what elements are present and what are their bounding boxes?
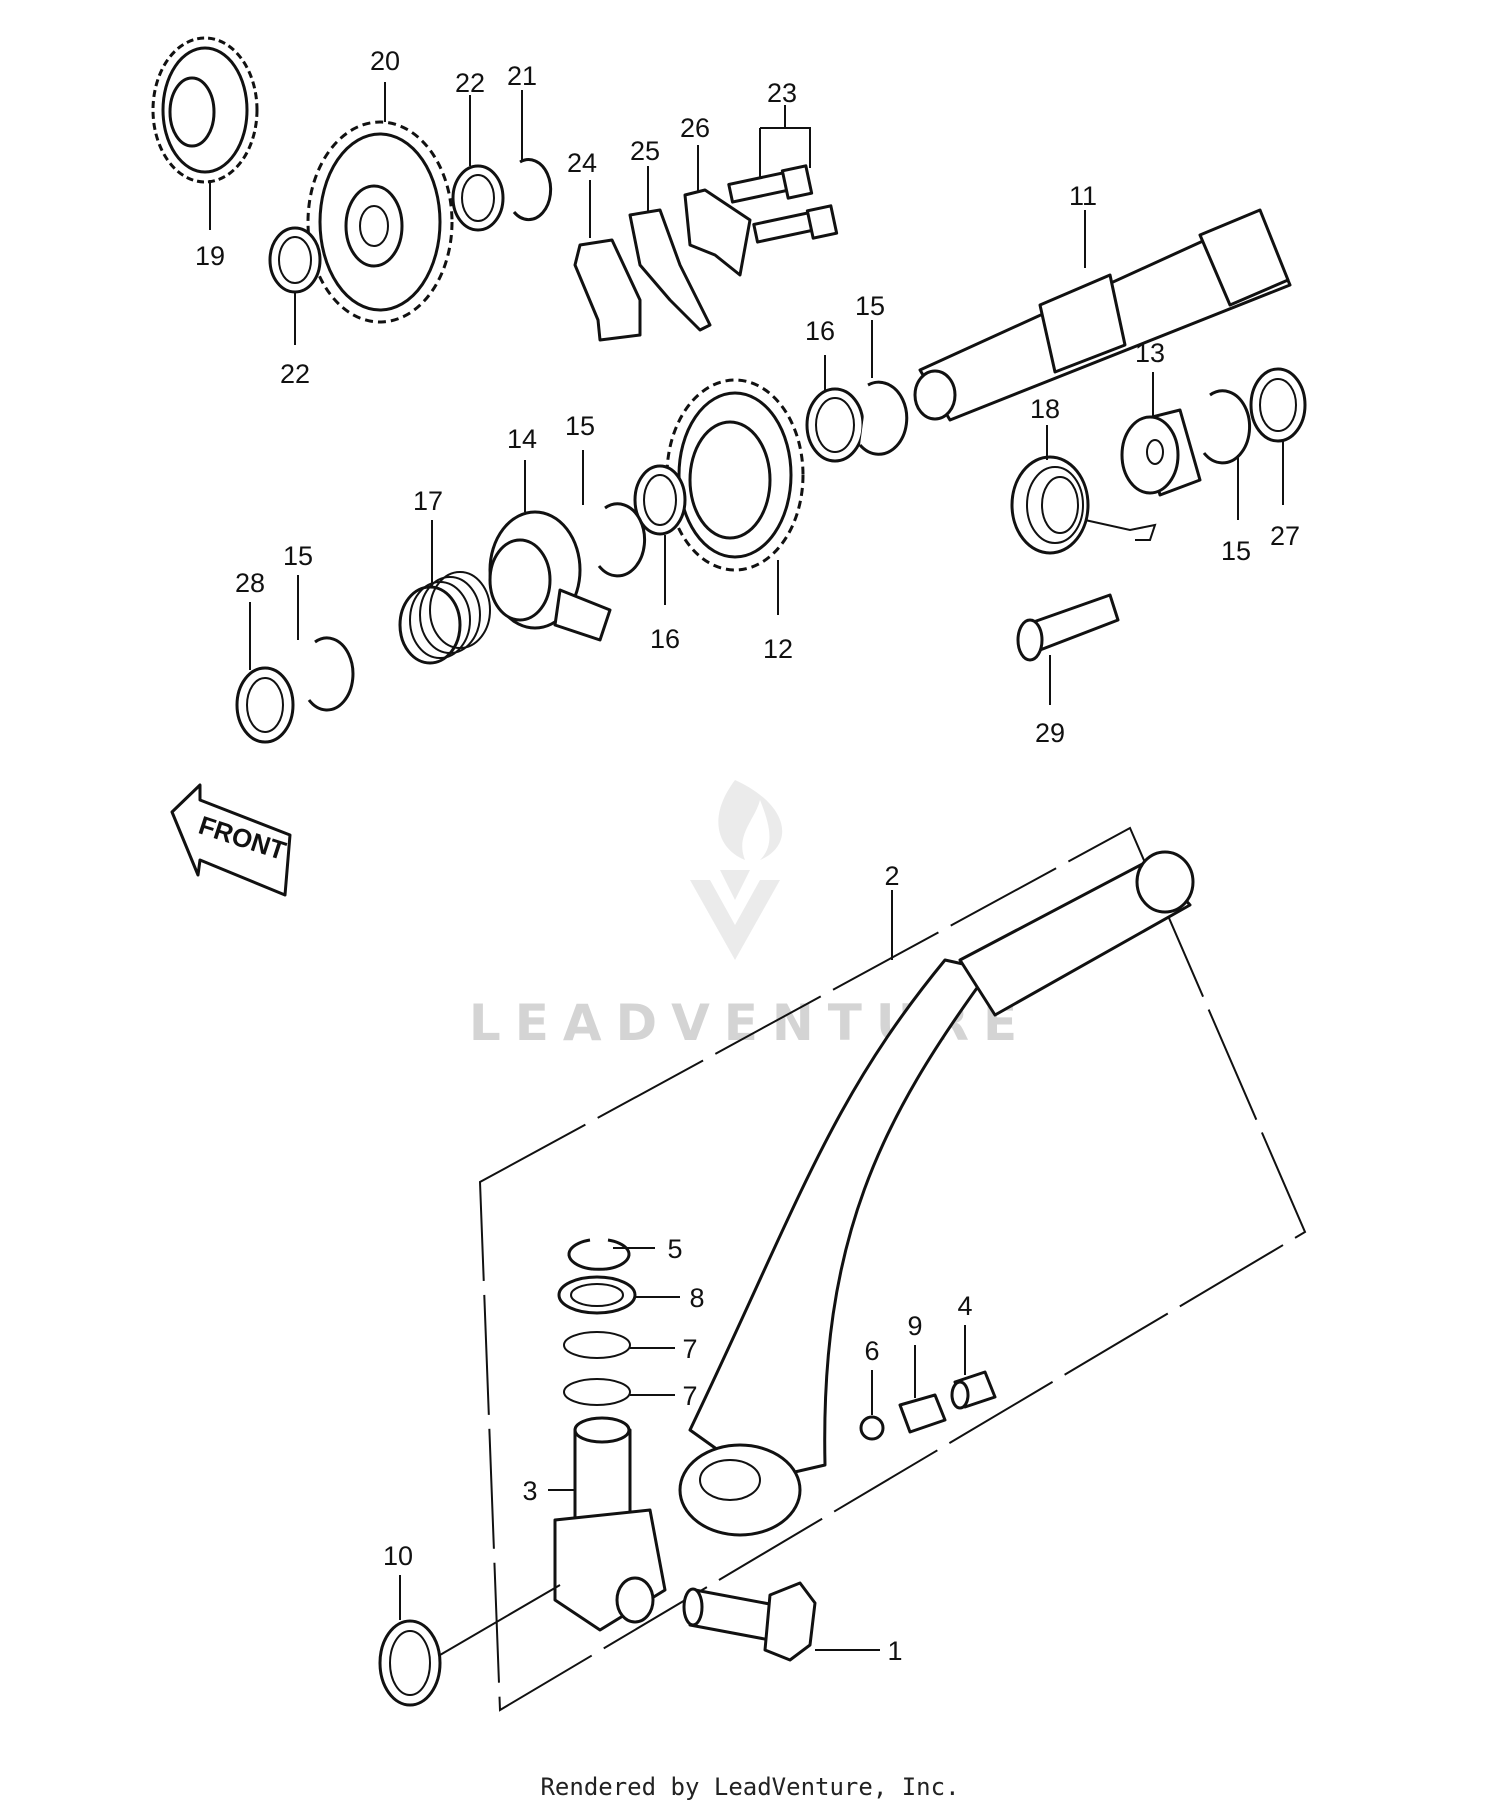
part-26-plate — [683, 188, 752, 277]
part-11-shaft — [913, 208, 1292, 422]
callout-4: 4 — [957, 1291, 972, 1321]
part-7-o-ring-a — [563, 1331, 631, 1359]
callout-18: 18 — [1030, 394, 1060, 424]
callout-9: 9 — [907, 1311, 922, 1341]
callout-6: 6 — [864, 1336, 879, 1366]
callout-2: 2 — [884, 861, 899, 891]
callout-1: 1 — [887, 1636, 902, 1666]
callout-19: 19 — [195, 241, 225, 271]
part-8-washer — [557, 1275, 637, 1315]
callout-28: 28 — [235, 568, 265, 598]
callout-20: 20 — [370, 46, 400, 76]
callout-25: 25 — [630, 136, 660, 166]
callout-10: 10 — [383, 1541, 413, 1571]
callout-14: 14 — [507, 424, 537, 454]
credit-text: Rendered by LeadVenture, Inc. — [540, 1773, 959, 1801]
callout-15d: 15 — [1221, 536, 1251, 566]
part-13-collar — [1120, 408, 1202, 497]
callout-7b: 7 — [682, 1381, 697, 1411]
callout-24: 24 — [567, 148, 597, 178]
callout-3: 3 — [522, 1476, 537, 1506]
callout-15c: 15 — [283, 541, 313, 571]
callout-29: 29 — [1035, 718, 1065, 748]
part-15-circlip-d — [1202, 389, 1252, 465]
part-19-gear — [151, 36, 259, 184]
part-15-circlip-b — [597, 502, 647, 578]
part-15-circlip-a — [858, 380, 909, 456]
part-6-ball — [859, 1415, 885, 1441]
part-18-torsion-spring — [1010, 455, 1157, 555]
part-21-circlip — [512, 158, 553, 222]
front-arrow-icon: FRONT — [170, 783, 292, 897]
callout-8: 8 — [689, 1283, 704, 1313]
callout-16b: 16 — [650, 624, 680, 654]
part-7-o-ring-b — [563, 1378, 631, 1406]
part-28-washer — [235, 666, 295, 744]
part-29-pin — [1016, 593, 1120, 662]
callout-11: 11 — [1069, 181, 1097, 211]
part-3-pedal-shaft — [553, 1416, 667, 1632]
callout-13: 13 — [1135, 338, 1165, 368]
part-5-circlip — [567, 1238, 631, 1271]
callout-27: 27 — [1270, 521, 1300, 551]
callout-17: 17 — [413, 486, 443, 516]
callout-23: 23 — [767, 78, 797, 108]
part-14-ratchet — [488, 510, 612, 642]
callout-5: 5 — [667, 1234, 682, 1264]
assembly-panel — [478, 826, 1307, 1712]
part-23-bolts — [727, 164, 839, 244]
callout-22b: 22 — [280, 359, 310, 389]
callout-12: 12 — [763, 634, 793, 664]
callout-16a: 16 — [805, 316, 835, 346]
part-2-kick-arm — [678, 850, 1195, 1537]
part-1-bolt — [682, 1581, 817, 1662]
callout-numbers: 19 20 22 21 22 24 25 26 23 11 16 15 13 1… — [195, 46, 1300, 1666]
callout-22a: 22 — [455, 68, 485, 98]
part-9-spring — [898, 1393, 947, 1434]
leader-lines — [209, 82, 1284, 1656]
callout-26: 26 — [680, 113, 710, 143]
callout-15b: 15 — [565, 411, 595, 441]
part-20-gear — [306, 120, 454, 324]
watermark-logo — [690, 780, 783, 960]
part-25-plate — [628, 208, 712, 332]
part-15-circlip-c — [307, 636, 355, 712]
part-17-spring — [398, 571, 491, 665]
part-12-gear — [665, 378, 805, 572]
part-24-plate — [573, 238, 642, 342]
callout-7a: 7 — [682, 1334, 697, 1364]
callout-15a: 15 — [855, 291, 885, 321]
callout-21: 21 — [507, 61, 537, 91]
part-4-plug — [950, 1370, 997, 1410]
